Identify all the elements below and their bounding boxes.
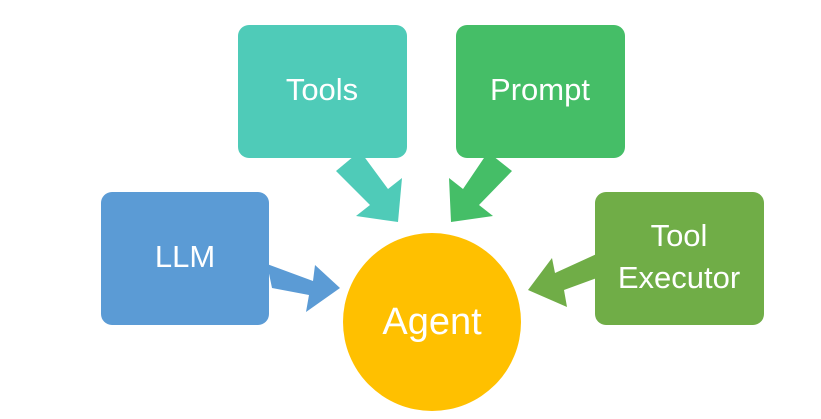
- prompt-node: Prompt: [456, 25, 625, 158]
- arrow-llm-to-agent: [267, 264, 340, 312]
- agent-node: Agent: [343, 233, 521, 411]
- tools-node: Tools: [238, 25, 407, 158]
- tools-label: Tools: [286, 72, 358, 107]
- llm-node: LLM: [101, 192, 269, 325]
- llm-label: LLM: [155, 239, 215, 274]
- tool-executor-label-line-1: Tool: [651, 218, 708, 253]
- tools-box: [238, 25, 407, 158]
- arrow-tool-executor-to-agent: [528, 252, 605, 307]
- prompt-box: [456, 25, 625, 158]
- agent-circle: [343, 233, 521, 411]
- arrow-tools-to-agent: [336, 151, 402, 222]
- tool-executor-label-line-2: Executor: [618, 260, 740, 295]
- tool-executor-node: Tool Executor: [595, 192, 764, 325]
- llm-box: [101, 192, 269, 325]
- prompt-label: Prompt: [490, 72, 590, 107]
- tool-executor-box: [595, 192, 764, 325]
- agent-label: Agent: [382, 301, 482, 343]
- arrow-prompt-to-agent: [449, 152, 512, 222]
